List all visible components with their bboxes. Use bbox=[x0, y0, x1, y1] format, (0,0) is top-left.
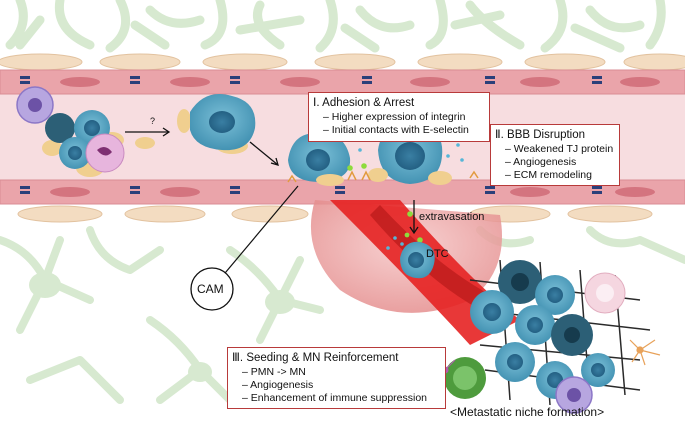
step2-item: – Weakened TJ protein bbox=[505, 143, 614, 155]
immune-cell-purple bbox=[16, 86, 54, 124]
arrow-left-1 bbox=[125, 127, 171, 137]
cam-label: CAM bbox=[197, 282, 224, 296]
cam-pointer-line bbox=[214, 185, 299, 286]
niche-pink-cell bbox=[584, 272, 626, 314]
pericyte-row-top bbox=[0, 53, 685, 71]
extravasation-arrow bbox=[409, 200, 419, 235]
extravasation-label: extravasation bbox=[419, 211, 485, 223]
tumor-cell-with-platelets bbox=[177, 94, 256, 154]
step3-title: Ⅲ. Seeding & MN Reinforcement bbox=[232, 352, 399, 364]
niche-microglia bbox=[629, 339, 661, 366]
step2-box: Ⅱ. BBB Disruption – Weakened TJ protein … bbox=[490, 124, 620, 186]
step1-box: Ⅰ. Adhesion & Arrest – Higher expression… bbox=[308, 92, 490, 142]
dtc-label: DTC bbox=[426, 248, 449, 260]
endothelial-nuclei bbox=[50, 77, 660, 197]
step1-item: – Higher expression of integrin bbox=[323, 111, 466, 123]
step3-item: – PMN -> MN bbox=[242, 366, 306, 378]
niche-tumor-cells bbox=[470, 260, 615, 399]
step2-title: Ⅱ. BBB Disruption bbox=[495, 129, 586, 141]
step1-item: – Initial contacts with E-selectin bbox=[323, 124, 469, 136]
tumor-cell-arrested bbox=[288, 132, 351, 186]
astrocyte-network-top bbox=[5, 0, 666, 53]
tumor-cluster-left bbox=[42, 110, 125, 177]
step2-item: – ECM remodeling bbox=[505, 169, 592, 181]
niche-caption: <Metastatic niche formation> bbox=[450, 405, 605, 419]
integrin-receptors bbox=[287, 170, 479, 183]
pericyte-row-bottom bbox=[17, 205, 653, 223]
dtc-cell bbox=[400, 241, 435, 279]
step2-item: – Angiogenesis bbox=[505, 156, 577, 168]
question-mark-label: ? bbox=[150, 116, 156, 126]
invasion-red-streak-2 bbox=[370, 205, 500, 315]
niche-purple-cell bbox=[555, 376, 593, 414]
step3-box: Ⅲ. Seeding & MN Reinforcement – PMN -> M… bbox=[227, 347, 446, 409]
step1-title: Ⅰ. Adhesion & Arrest bbox=[313, 97, 415, 109]
niche-green-cell bbox=[444, 357, 486, 399]
step3-item: – Enhancement of immune suppression bbox=[242, 392, 428, 404]
platelet-moving bbox=[135, 137, 155, 149]
endothelium-top bbox=[0, 69, 685, 95]
arrow-left-2 bbox=[249, 141, 279, 166]
tight-junctions bbox=[20, 76, 602, 194]
cam-circle bbox=[190, 267, 234, 311]
green-vesicles bbox=[347, 163, 423, 243]
step3-item: – Angiogenesis bbox=[242, 379, 314, 391]
astrocyte-bodies bbox=[29, 272, 295, 382]
